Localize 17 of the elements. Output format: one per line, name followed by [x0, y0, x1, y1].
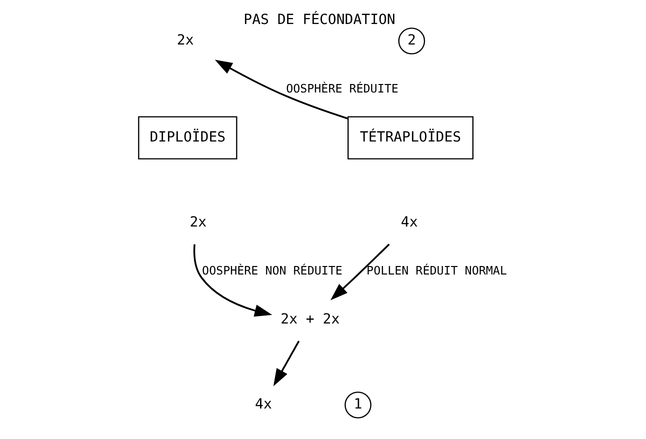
edge-label: POLLEN RÉDUIT NORMAL — [366, 263, 507, 278]
node-text: 2x — [190, 214, 207, 231]
node-text: 2x — [176, 32, 194, 49]
node-box: DIPLOÏDES — [138, 116, 238, 160]
node-text: 2x + 2x — [280, 311, 340, 328]
edge-label: OOSPHÈRE NON RÉDUITE — [202, 263, 342, 278]
arrow — [273, 340, 300, 386]
node-box: TÉTRAPLOÏDES — [348, 116, 474, 160]
edge-label: OOSPHÈRE RÉDUITE — [286, 81, 398, 96]
node-text: 4x — [255, 396, 272, 413]
node-circle: 2 — [398, 28, 426, 54]
arrow — [330, 244, 390, 300]
arrow — [214, 60, 348, 120]
node-label: PAS DE FÉCONDATION — [244, 12, 396, 28]
arrow — [193, 244, 272, 317]
node-circle: 1 — [344, 392, 372, 418]
node-text: 4x — [400, 214, 418, 231]
